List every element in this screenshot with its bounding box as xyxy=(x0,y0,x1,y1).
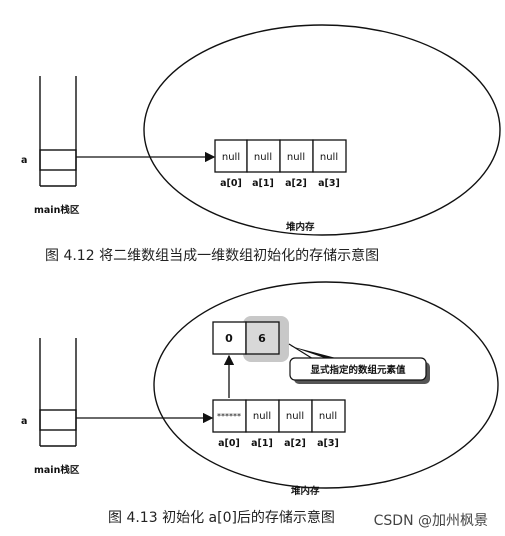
index-label: a[1] xyxy=(251,438,273,449)
stack-frame xyxy=(39,338,77,447)
heap-ellipse xyxy=(153,281,499,489)
caption: 图 4.12 将二维数组当成一维数组初始化的存储示意图 xyxy=(45,247,379,264)
callout: 显式指定的数组元素值 xyxy=(288,343,430,384)
array-cell xyxy=(278,399,313,433)
cell-value: ****** xyxy=(217,412,241,421)
figure-4-12: a main栈区 null null null null a[0] a[1] a… xyxy=(21,24,501,264)
cell-value: null xyxy=(319,411,337,422)
array-cell xyxy=(246,139,281,173)
index-label: a[0] xyxy=(220,178,242,189)
sub-array: 0 6 xyxy=(212,316,289,362)
sub-cell-value: 0 xyxy=(225,332,233,345)
index-label: a[1] xyxy=(252,178,274,189)
array-cells: ****** null null null xyxy=(212,399,346,433)
var-label: a xyxy=(21,155,27,166)
array-cell xyxy=(214,139,248,173)
stack-frame xyxy=(39,76,77,187)
caption: 图 4.13 初始化 a[0]后的存储示意图 xyxy=(108,509,335,526)
array-cell xyxy=(279,139,314,173)
heap-ellipse xyxy=(143,24,501,236)
index-label: a[0] xyxy=(218,438,240,449)
watermark: CSDN @加州枫景 xyxy=(374,513,488,529)
cell-value: null xyxy=(253,411,271,422)
var-label: a xyxy=(21,416,27,427)
array-cell xyxy=(245,399,280,433)
sub-cell-value: 6 xyxy=(258,332,266,345)
stack-label: main栈区 xyxy=(34,204,80,216)
stack-slot-a xyxy=(39,149,77,171)
index-label: a[3] xyxy=(318,178,340,189)
heap-label: 堆内存 xyxy=(286,221,315,233)
index-label: a[2] xyxy=(284,438,306,449)
array-cell xyxy=(312,139,347,173)
index-label: a[3] xyxy=(317,438,339,449)
cell-value: null xyxy=(222,152,240,163)
callout-box xyxy=(289,357,427,381)
stack-label: main栈区 xyxy=(34,464,80,476)
heap-label: 堆内存 xyxy=(291,485,320,497)
cell-value: null xyxy=(254,152,272,163)
array-cell xyxy=(311,399,346,433)
cell-value: null xyxy=(286,411,304,422)
cell-value: null xyxy=(287,152,305,163)
cell-value: null xyxy=(320,152,338,163)
callout-text: 显式指定的数组元素值 xyxy=(310,364,406,376)
stack-slot-a xyxy=(39,409,77,431)
array-cells: null null null null xyxy=(214,139,347,173)
index-label: a[2] xyxy=(285,178,307,189)
figure-4-13: a main栈区 0 6 显式指定的数组元素值 ****** null xyxy=(21,281,499,526)
sub-cell xyxy=(245,321,280,355)
